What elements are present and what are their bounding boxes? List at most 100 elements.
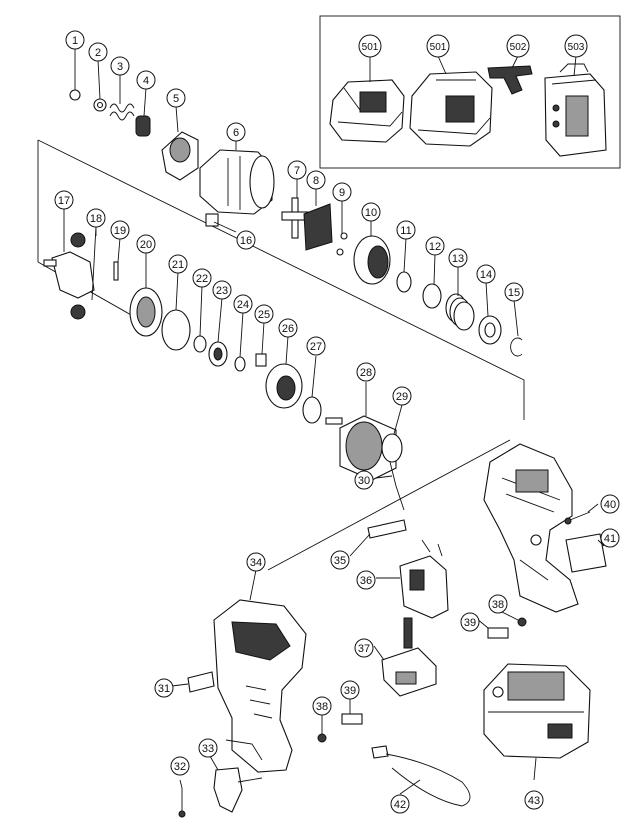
part-37-controller [381, 617, 437, 697]
part-10-hammer-body [353, 235, 391, 285]
callout-number: 42 [394, 799, 406, 811]
part-26-gear-case [265, 363, 303, 409]
callout-number: 501 [430, 42, 447, 53]
callout-number: 38 [316, 701, 328, 713]
callout-20: 20 [136, 234, 156, 254]
callout-circle [198, 738, 218, 758]
part-21-o-ring [161, 309, 191, 351]
callout-number: 37 [358, 643, 370, 655]
part-11-washer [396, 271, 412, 293]
part-30-wire [389, 461, 405, 511]
part-19-pin [113, 261, 119, 281]
part-12-o-ring [422, 283, 442, 309]
callout-circle [330, 550, 350, 570]
callout-30: 30 [354, 470, 374, 490]
callout-36: 36 [356, 570, 376, 590]
callout-circle [110, 220, 130, 240]
callout-28: 28 [356, 362, 376, 382]
part-503-carrying-case [544, 63, 607, 157]
callout-number: 36 [360, 575, 372, 587]
callout-number: 19 [114, 225, 126, 237]
callout-number: 13 [452, 253, 464, 265]
callout-circle [354, 638, 374, 658]
part-8-hammer [303, 203, 333, 251]
part-502-hook [487, 65, 533, 95]
callout-26: 26 [278, 318, 298, 338]
housing-right [483, 443, 579, 613]
part-9-steel-ball [336, 232, 348, 256]
callout-13: 13 [448, 248, 468, 268]
part-6-hammer-case [199, 149, 275, 215]
callout-number: 23 [216, 285, 228, 297]
callout-number: 21 [172, 259, 184, 271]
callout-number: 31 [158, 683, 170, 695]
callout-number: 8 [313, 175, 319, 187]
part-39-plate-left [341, 713, 363, 725]
callout-number: 9 [339, 187, 345, 199]
part-2-washer [93, 98, 107, 112]
callout-number: 17 [58, 195, 70, 207]
callout-circle [460, 612, 480, 632]
callout-circle [168, 254, 188, 274]
callout-number: 26 [282, 323, 294, 335]
callout-2: 2 [88, 42, 108, 62]
callout-number: 41 [604, 533, 616, 545]
callout-circle [170, 756, 190, 776]
part-20-internal-gear [129, 287, 163, 337]
callout-39a: 39 [340, 680, 360, 700]
callout-5: 5 [166, 88, 186, 108]
callout-circle [488, 594, 508, 614]
callout-circle [332, 182, 352, 202]
callout-34: 34 [246, 552, 266, 572]
part-39-plate-right [487, 627, 509, 639]
callout-38b: 38 [488, 594, 508, 614]
callout-18: 18 [86, 208, 106, 228]
part-38-nut-left [317, 733, 327, 743]
callout-43: 43 [524, 790, 544, 810]
callout-16: 16 [236, 230, 256, 250]
callout-number: 16 [240, 235, 252, 247]
callout-circle [54, 190, 74, 210]
part-23-bearing [208, 341, 228, 367]
callout-number: 10 [365, 207, 377, 219]
lower-assembly-frame [267, 439, 511, 571]
callout-circle [136, 70, 156, 90]
part-33-belt-hook [213, 767, 263, 813]
callout-35: 35 [330, 550, 350, 570]
callout-11: 11 [396, 220, 416, 240]
callout-circle [524, 790, 544, 810]
callout-number: 3 [117, 61, 123, 73]
callout-number: 39 [344, 685, 356, 697]
part-1-retaining-ring [69, 89, 81, 101]
callout-27: 27 [306, 336, 326, 356]
part-14-washer [478, 315, 502, 345]
part-24-washer [234, 356, 246, 372]
callout-number: 29 [396, 391, 408, 403]
callout-7: 7 [287, 160, 307, 180]
callout-circle [212, 280, 232, 300]
callout-circle [312, 696, 332, 716]
callout-circle [356, 362, 376, 382]
part-34-housing-left [213, 599, 307, 773]
callout-circle [226, 122, 246, 142]
part-15-retaining-ring [510, 337, 523, 357]
callout-25: 25 [254, 304, 274, 324]
callout-number: 43 [528, 795, 540, 807]
callout-circle [236, 230, 256, 250]
part-43-battery [483, 663, 591, 759]
callout-circle [504, 282, 524, 302]
callout-41: 41 [600, 528, 620, 548]
callout-circle [166, 88, 186, 108]
part-18-gear [70, 232, 86, 320]
callout-number: 7 [294, 165, 300, 177]
callout-19: 19 [110, 220, 130, 240]
callout-number: 33 [202, 743, 214, 755]
callout-number: 38 [492, 599, 504, 611]
callout-number: 501 [362, 42, 379, 53]
callout-circle [192, 268, 212, 288]
callout-22: 22 [192, 268, 212, 288]
callout-number: 6 [233, 127, 239, 139]
callout-circle [564, 34, 588, 58]
callout-38a: 38 [312, 696, 332, 716]
callout-number: 18 [90, 213, 102, 225]
